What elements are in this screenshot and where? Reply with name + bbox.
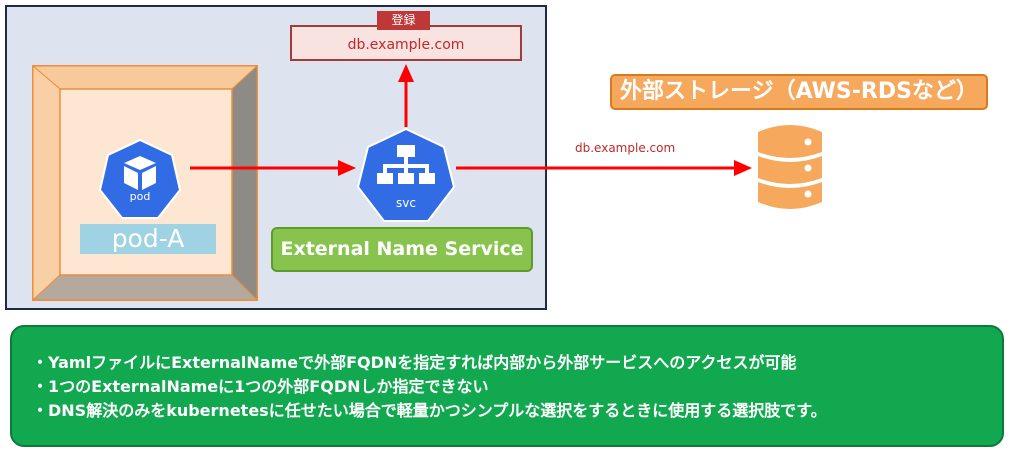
database-icon [758,125,822,209]
pod-icon-label: pod [129,190,151,203]
service-icon-label: svc [396,196,416,210]
arrow-service-to-registration [398,64,414,127]
service-icon [356,127,456,222]
storage-domain-label: db.example.com [575,141,676,155]
external-name-service-label: External Name Service [271,227,533,272]
registered-domain-box: db.example.com [290,25,522,61]
note-line-1: ・YamlファイルにExternalNameで外部FQDNを指定すれば内部から外… [32,353,797,372]
registration-tag: 登録 [377,11,430,30]
arrow-pod-to-service [190,160,356,176]
pod-name: pod-A [80,224,216,254]
note-line-2: ・1つのExternalNameに1つの外部FQDNしか指定できない [32,377,489,396]
pod-icon [98,138,182,219]
arrow-service-to-storage [456,160,752,176]
external-storage-title: 外部ストレージ（AWS-RDSなど） [610,74,988,110]
notes-panel: ・YamlファイルにExternalNameで外部FQDNを指定すれば内部から外… [10,325,1004,447]
note-line-3: ・DNS解決のみをkubernetesに任せたい場合で軽量かつシンプルな選択をす… [32,401,827,420]
